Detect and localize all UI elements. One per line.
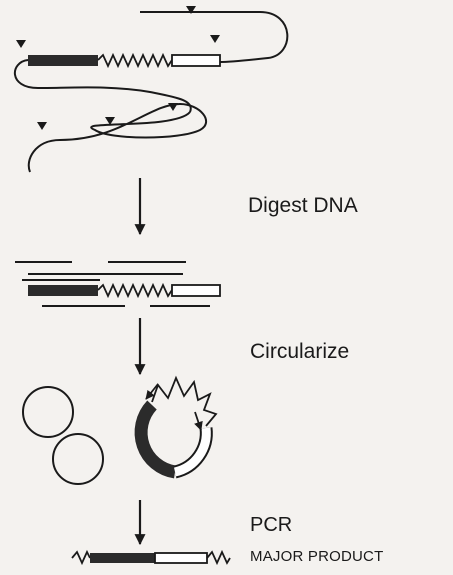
dna-strand-left <box>15 60 191 112</box>
zigzag-insert-icon <box>98 55 172 66</box>
flank-region-block <box>172 285 220 296</box>
known-sequence-row-1 <box>28 55 220 66</box>
known-region-block <box>90 553 155 563</box>
zigzag-insert-icon <box>207 552 230 563</box>
known-region-block <box>28 55 98 66</box>
restriction-site-triangle-icon <box>16 40 26 48</box>
primer-arrow-icon <box>195 412 201 430</box>
flank-region-block <box>172 55 220 66</box>
known-sequence-row-2 <box>28 285 220 296</box>
restriction-site-triangle-icon <box>210 35 220 43</box>
step-label-circularize: Circularize <box>250 340 349 364</box>
known-region-arc <box>141 405 175 472</box>
zigzag-insert-icon <box>98 285 172 296</box>
step-label-pcr: PCR <box>250 514 292 537</box>
circularized-target <box>141 378 216 472</box>
restriction-site-triangle-icon <box>37 122 47 130</box>
zigzag-insert-icon <box>72 552 90 563</box>
zigzag-insert-icon <box>152 378 216 426</box>
circle-fragment <box>23 387 73 437</box>
genomic-dna <box>15 12 287 172</box>
circle-fragment <box>53 434 103 484</box>
pcr-product <box>72 552 230 563</box>
flank-region-block <box>155 553 207 563</box>
product-label: MAJOR PRODUCT <box>250 548 383 565</box>
known-region-block <box>28 285 98 296</box>
restriction-site-triangle-icon <box>168 103 178 111</box>
dna-loop <box>29 104 206 172</box>
step-label-digest: Digest DNA <box>248 194 358 218</box>
empty-circles <box>23 387 103 484</box>
